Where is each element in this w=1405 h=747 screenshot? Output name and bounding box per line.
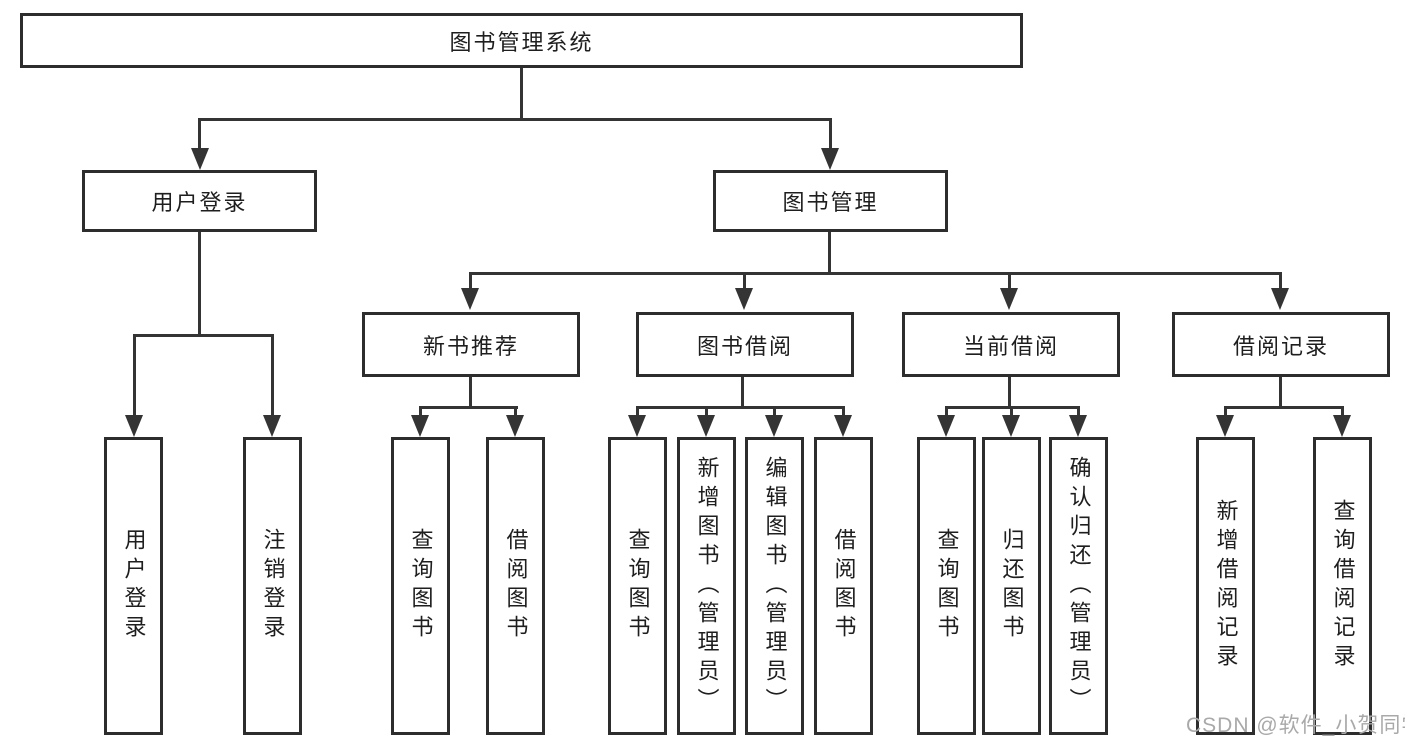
connector (1279, 377, 1282, 406)
leaf-confirm-return-admin: 确认归还（管理员） (1049, 437, 1108, 735)
arrowhead (1069, 415, 1087, 437)
arrowhead (263, 415, 281, 437)
connector (133, 334, 136, 417)
connector (271, 334, 274, 417)
watermark: CSDN @软件_小贺同学 (1186, 714, 1405, 737)
leaf-add-borrow-record: 新增借阅记录 (1196, 437, 1255, 735)
arrowhead (191, 148, 209, 170)
connector (945, 406, 948, 417)
leaf-query-book-current: 查询图书 (917, 437, 976, 735)
arrowhead (1333, 415, 1351, 437)
connector (743, 272, 746, 290)
leaf-return-book: 归还图书 (982, 437, 1041, 735)
connector (520, 68, 523, 118)
arrowhead (506, 415, 524, 437)
leaf-query-book-recommend: 查询图书 (391, 437, 450, 735)
leaf-query-book-borrow: 查询图书 (608, 437, 667, 735)
connector (1077, 406, 1080, 417)
connector (514, 406, 517, 417)
connector (1224, 406, 1227, 417)
connector (469, 272, 1282, 275)
connector (469, 272, 472, 290)
leaf-query-borrow-record: 查询借阅记录 (1313, 437, 1372, 735)
arrowhead (735, 288, 753, 310)
node-user-login: 用户登录 (82, 170, 317, 232)
arrowhead (628, 415, 646, 437)
connector (469, 377, 472, 406)
arrowhead (125, 415, 143, 437)
connector (1341, 406, 1344, 417)
connector (741, 377, 744, 406)
connector (1008, 272, 1011, 290)
leaf-borrow-book-recommend: 借阅图书 (486, 437, 545, 735)
connector (198, 232, 201, 334)
connector (1008, 377, 1011, 406)
arrowhead (1216, 415, 1234, 437)
arrowhead (1002, 415, 1020, 437)
connector (1010, 406, 1013, 417)
arrowhead (1271, 288, 1289, 310)
connector (198, 118, 201, 150)
connector (419, 406, 422, 417)
connector (842, 406, 845, 417)
connector (829, 118, 832, 150)
arrowhead (697, 415, 715, 437)
connector (198, 118, 832, 121)
arrowhead (821, 148, 839, 170)
connector (133, 334, 274, 337)
leaf-logout: 注销登录 (243, 437, 302, 735)
connector (828, 232, 831, 275)
connector (773, 406, 776, 417)
node-book-borrow: 图书借阅 (636, 312, 854, 377)
connector (419, 406, 518, 409)
connector (636, 406, 639, 417)
connector (1279, 272, 1282, 290)
leaf-user-login: 用户登录 (104, 437, 163, 735)
connector (705, 406, 708, 417)
arrowhead (411, 415, 429, 437)
node-book-management: 图书管理 (713, 170, 948, 232)
connector (636, 406, 845, 409)
connector (1224, 406, 1344, 409)
leaf-borrow-book: 借阅图书 (814, 437, 873, 735)
node-root: 图书管理系统 (20, 13, 1023, 68)
node-current-borrow: 当前借阅 (902, 312, 1120, 377)
arrowhead (1000, 288, 1018, 310)
leaf-edit-book-admin: 编辑图书（管理员） (745, 437, 804, 735)
node-borrow-record: 借阅记录 (1172, 312, 1390, 377)
arrowhead (937, 415, 955, 437)
leaf-add-book-admin: 新增图书（管理员） (677, 437, 736, 735)
arrowhead (834, 415, 852, 437)
node-new-book-recommend: 新书推荐 (362, 312, 580, 377)
arrowhead (461, 288, 479, 310)
arrowhead (765, 415, 783, 437)
